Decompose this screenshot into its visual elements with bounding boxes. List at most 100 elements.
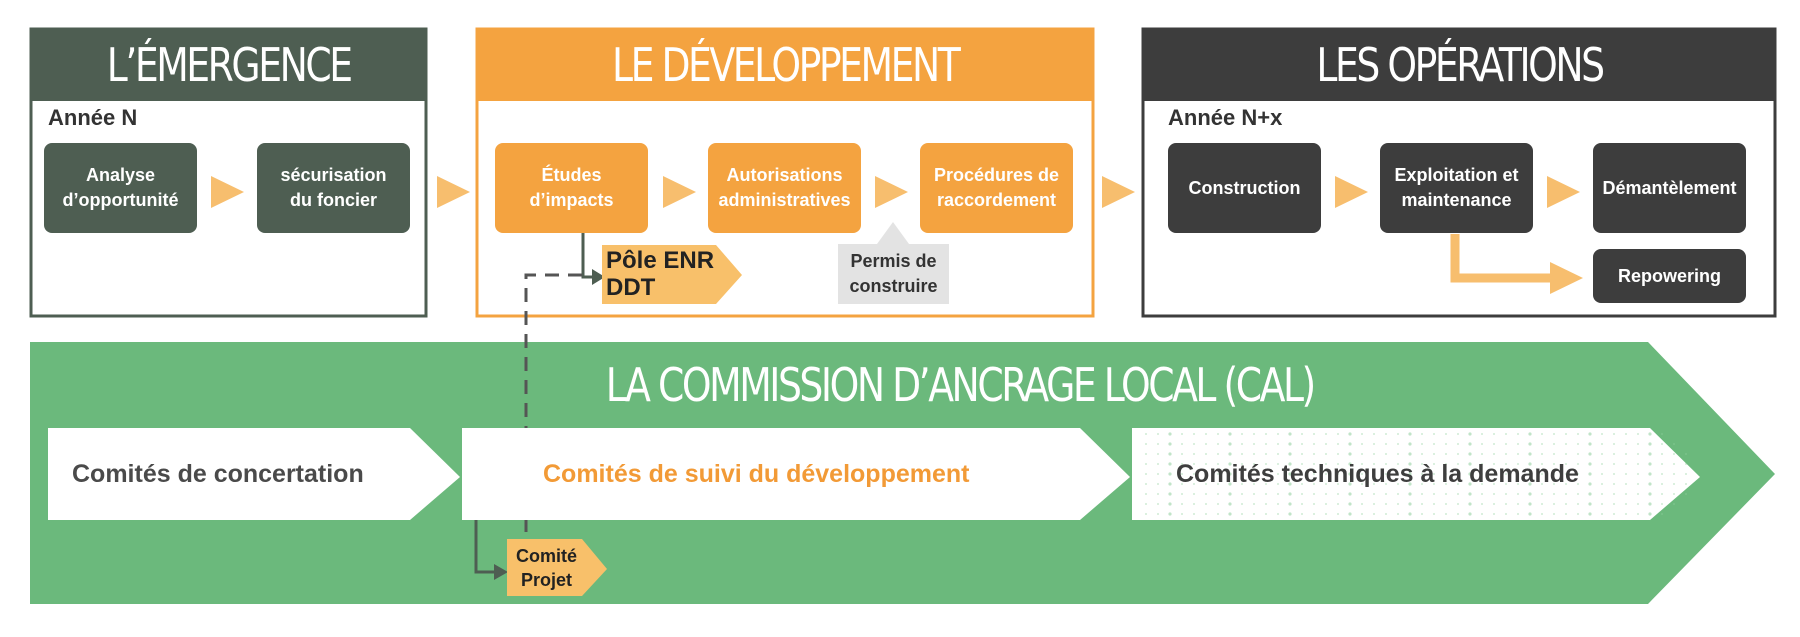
- emergence-header: L’ÉMERGENCE: [31, 29, 426, 101]
- chevron-concertation: [48, 428, 460, 520]
- texture-dot: [1205, 483, 1207, 485]
- texture-dot: [1445, 483, 1447, 485]
- emergence-year: Année N: [48, 105, 138, 130]
- texture-dot: [1505, 513, 1507, 515]
- texture-dot: [1577, 503, 1579, 505]
- texture-dot: [1517, 473, 1519, 475]
- texture-dot: [1457, 483, 1459, 485]
- texture-dot: [1481, 503, 1483, 505]
- texture-dot: [1288, 502, 1292, 506]
- texture-dot: [1241, 453, 1243, 455]
- texture-dot: [1648, 482, 1652, 486]
- cal-title: LA COMMISSION D’ANCRAGE LOCAL (CAL): [605, 358, 1317, 412]
- texture-dot: [1588, 462, 1592, 466]
- texture-dot: [1673, 453, 1675, 455]
- texture-dot: [1637, 443, 1639, 445]
- texture-dot: [1361, 463, 1363, 465]
- texture-dot: [1541, 483, 1543, 485]
- texture-dot: [1253, 463, 1255, 465]
- texture-dot: [1241, 503, 1243, 505]
- texture-dot: [1481, 493, 1483, 495]
- texture-dot: [1613, 493, 1615, 495]
- texture-dot: [1468, 492, 1472, 496]
- texture-dot: [1373, 493, 1375, 495]
- texture-dot: [1241, 473, 1243, 475]
- texture-dot: [1337, 513, 1339, 515]
- texture-dot: [1648, 502, 1652, 506]
- texture-dot: [1385, 453, 1387, 455]
- arrow-right-icon: [437, 176, 470, 208]
- texture-dot: [1205, 503, 1207, 505]
- texture-dot: [1493, 493, 1495, 495]
- texture-dot: [1205, 493, 1207, 495]
- operations-year: Année N+x: [1168, 105, 1283, 130]
- texture-dot: [1348, 482, 1352, 486]
- texture-dot: [1277, 513, 1279, 515]
- comites-techniques-label: Comités techniques à la demande: [1176, 459, 1579, 488]
- texture-dot: [1277, 453, 1279, 455]
- texture-dot: [1361, 433, 1363, 435]
- texture-dot: [1397, 513, 1399, 515]
- texture-dot: [1601, 483, 1603, 485]
- texture-dot: [1193, 483, 1195, 485]
- texture-dot: [1301, 473, 1303, 475]
- texture-dot: [1181, 443, 1183, 445]
- texture-dot: [1325, 513, 1327, 515]
- texture-dot: [1625, 483, 1627, 485]
- texture-dot: [1277, 503, 1279, 505]
- texture-dot: [1673, 463, 1675, 465]
- texture-dot: [1421, 503, 1423, 505]
- texture-dot: [1648, 442, 1652, 446]
- texture-dot: [1397, 433, 1399, 435]
- texture-dot: [1528, 512, 1532, 516]
- texture-dot: [1505, 453, 1507, 455]
- texture-dot: [1168, 452, 1172, 456]
- texture-dot: [1517, 503, 1519, 505]
- texture-dot: [1408, 502, 1412, 506]
- texture-dot: [1505, 463, 1507, 465]
- texture-dot: [1337, 493, 1339, 495]
- texture-dot: [1408, 472, 1412, 476]
- texture-dot: [1648, 462, 1652, 466]
- texture-dot: [1541, 513, 1543, 515]
- texture-dot: [1361, 483, 1363, 485]
- texture-dot: [1433, 493, 1435, 495]
- texture-dot: [1288, 512, 1292, 516]
- texture-dot: [1481, 463, 1483, 465]
- texture-dot: [1277, 493, 1279, 495]
- texture-dot: [1193, 513, 1195, 515]
- texture-dot: [1493, 483, 1495, 485]
- texture-dot: [1457, 463, 1459, 465]
- texture-dot: [1181, 463, 1183, 465]
- texture-dot: [1433, 463, 1435, 465]
- texture-dot: [1265, 433, 1267, 435]
- texture-dot: [1577, 453, 1579, 455]
- texture-dot: [1588, 482, 1592, 486]
- texture-dot: [1325, 493, 1327, 495]
- texture-dot: [1481, 443, 1483, 445]
- texture-dot: [1385, 503, 1387, 505]
- texture-dot: [1613, 503, 1615, 505]
- texture-dot: [1157, 503, 1159, 505]
- pole-enr-ddt-tag: Pôle ENR DDT: [606, 247, 715, 301]
- texture-dot: [1313, 463, 1315, 465]
- texture-dot: [1648, 472, 1652, 476]
- texture-dot: [1493, 503, 1495, 505]
- texture-dot: [1481, 513, 1483, 515]
- texture-dot: [1661, 483, 1663, 485]
- texture-dot: [1228, 512, 1232, 516]
- texture-dot: [1613, 473, 1615, 475]
- texture-dot: [1181, 433, 1183, 435]
- texture-dot: [1205, 433, 1207, 435]
- texture-dot: [1301, 513, 1303, 515]
- texture-dot: [1145, 463, 1147, 465]
- texture-dot: [1517, 443, 1519, 445]
- pole-enr-tag-shape: [602, 245, 742, 304]
- texture-dot: [1517, 463, 1519, 465]
- texture-dot: [1601, 513, 1603, 515]
- texture-dot: [1528, 472, 1532, 476]
- texture-dot: [1193, 493, 1195, 495]
- arrow-right-icon: [1102, 176, 1135, 208]
- texture-dot: [1168, 502, 1172, 506]
- chevron-suivi: [462, 428, 1130, 520]
